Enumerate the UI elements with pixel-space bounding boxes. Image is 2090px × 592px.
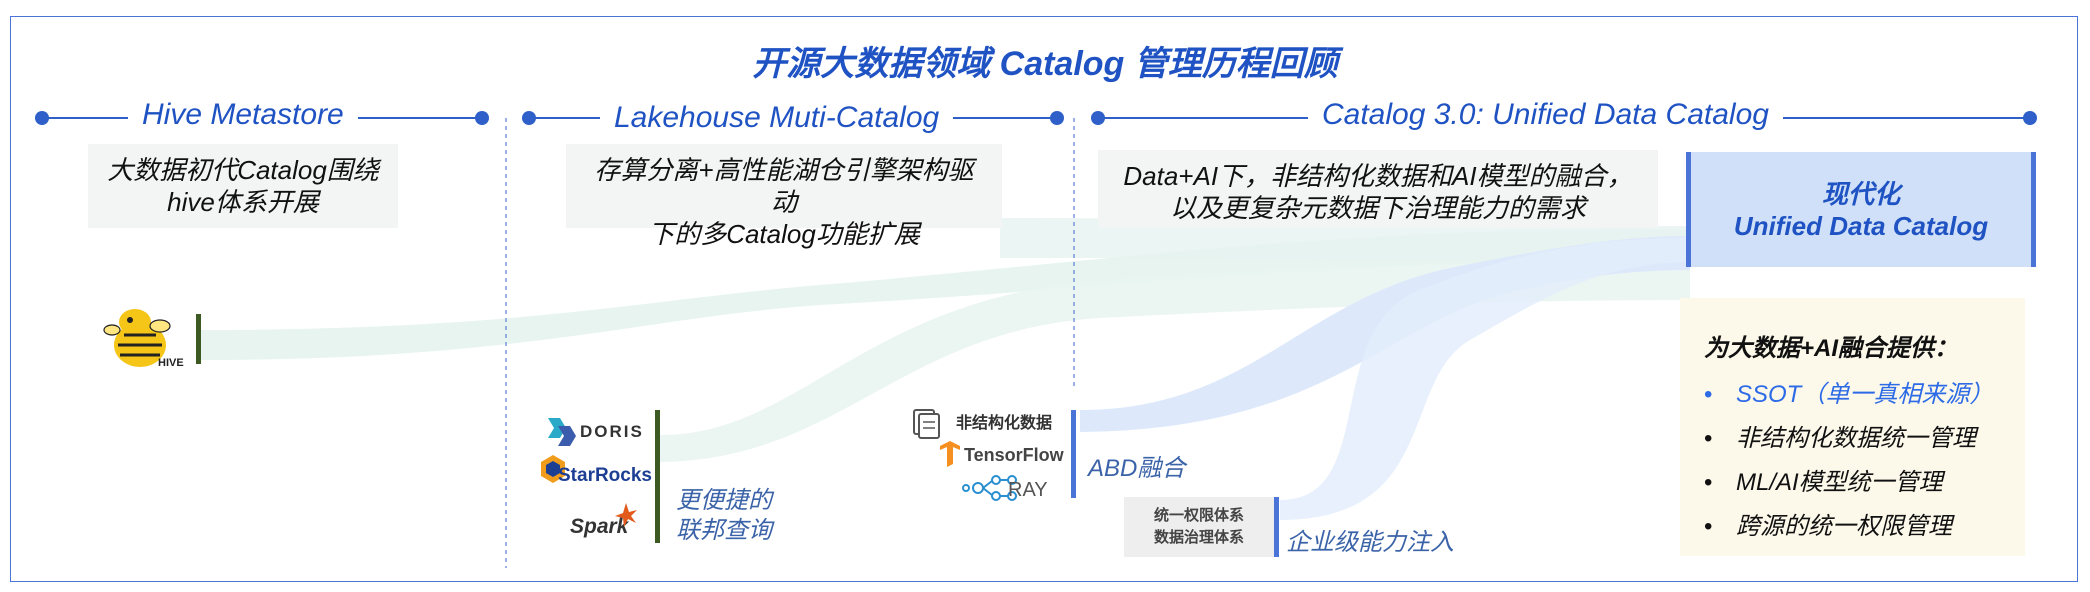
- bullet: •: [1704, 425, 1713, 452]
- stage-title-hive: Hive Metastore: [128, 98, 358, 132]
- desc-line: 存算分离+高性能湖仓引擎架构驱动: [594, 155, 974, 217]
- note-enterprise: 企业级能力注入: [1286, 529, 1454, 556]
- stage-title-lakehouse: Lakehouse Muti-Catalog: [600, 101, 954, 135]
- note-federated-query: 更便捷的 联邦查询: [676, 486, 772, 546]
- enterprise-bar: [1274, 497, 1279, 557]
- ray-logo-icon: [962, 475, 1017, 501]
- doris-logo-icon: [548, 418, 576, 446]
- desc-line: hive体系开展: [167, 187, 319, 217]
- flow-band-enterprise: [1280, 238, 1690, 520]
- hive-bar: [196, 314, 201, 364]
- tensorflow-logo-text: TensorFlow: [964, 445, 1065, 465]
- capability-heading: 为大数据+AI融合提供：: [1704, 335, 1959, 362]
- starrocks-logo-text: StarRocks: [558, 465, 652, 486]
- note-abd: ABD融合: [1088, 455, 1186, 482]
- spark-logo-text: Spark: [570, 515, 630, 538]
- capability-text: SSOT（单一真相来源）: [1736, 381, 1994, 408]
- stage-desc-hive: 大数据初代Catalog围绕 hive体系开展: [88, 144, 398, 228]
- spark-star-icon: [615, 503, 637, 527]
- diagram-frame: [10, 16, 2078, 582]
- bullet: •: [1704, 381, 1713, 408]
- lakehouse-bar: [655, 410, 660, 543]
- desc-line: 下的多Catalog功能扩展: [648, 219, 920, 249]
- timeline-dot: [2023, 111, 2037, 125]
- governance-box: 统一权限体系 数据治理体系: [1124, 497, 1274, 557]
- capability-box: 为大数据+AI融合提供： • SSOT（单一真相来源） • 非结构化数据统一管理 •…: [1680, 298, 2025, 556]
- hive-logo-icon: [103, 309, 171, 367]
- modern-catalog-box: 现代化 Unified Data Catalog: [1686, 152, 2036, 267]
- capability-item: • 跨源的统一权限管理: [1704, 505, 2025, 549]
- ray-logo-text: RAY: [1008, 479, 1048, 501]
- stage-title-catalog3: Catalog 3.0: Unified Data Catalog: [1308, 98, 1783, 132]
- note-line: 更便捷的: [676, 487, 772, 514]
- note-line: 联邦查询: [676, 517, 772, 544]
- governance-line: 统一权限体系: [1153, 507, 1244, 524]
- flow-band-main: [1000, 218, 1690, 262]
- flow-band-lakehouse: [660, 262, 1690, 462]
- doris-logo-text: DORIS: [580, 422, 644, 441]
- unstructured-data-label: 非结构化数据: [956, 413, 1052, 432]
- flow-band-hive: [200, 229, 1690, 360]
- modern-line: Unified Data Catalog: [1733, 211, 1989, 241]
- capability-item: • ML/AI模型统一管理: [1704, 461, 2025, 505]
- stage-desc-catalog3: Data+AI下，非结构化数据和AI模型的融合， 以及更复杂元数据下治理能力的需…: [1098, 150, 1658, 228]
- bullet: •: [1704, 513, 1713, 540]
- capability-text: ML/AI模型统一管理: [1736, 469, 1943, 496]
- timeline-dot: [475, 111, 489, 125]
- timeline-dot: [1050, 111, 1064, 125]
- desc-line: 大数据初代Catalog围绕: [107, 155, 379, 185]
- capability-text: 跨源的统一权限管理: [1736, 513, 1952, 540]
- capability-item: • 非结构化数据统一管理: [1704, 417, 2025, 461]
- document-icon: [913, 409, 940, 439]
- starrocks-logo-icon: [541, 455, 565, 483]
- capability-text: 非结构化数据统一管理: [1736, 425, 1976, 452]
- timeline-dot: [35, 111, 49, 125]
- diagram-title: 开源大数据领域 Catalog 管理历程回顾: [752, 45, 1338, 83]
- stage-desc-lakehouse: 存算分离+高性能湖仓引擎架构驱动 下的多Catalog功能扩展: [566, 144, 1002, 249]
- modern-line: 现代化: [1821, 179, 1900, 209]
- governance-line: 数据治理体系: [1153, 529, 1244, 546]
- hive-logo-text: HIVE: [158, 357, 184, 369]
- tensorflow-logo-icon: [940, 441, 960, 467]
- desc-line: Data+AI下，非结构化数据和AI模型的融合，: [1123, 161, 1633, 191]
- abd-bar: [1071, 410, 1076, 498]
- bullet: •: [1704, 469, 1713, 496]
- timeline-dot: [1091, 111, 1105, 125]
- capability-list: • SSOT（单一真相来源） • 非结构化数据统一管理 • ML/AI模型统一管理 •…: [1704, 373, 2025, 549]
- desc-line: 以及更复杂元数据下治理能力的需求: [1169, 193, 1586, 223]
- capability-item: • SSOT（单一真相来源）: [1704, 373, 2025, 417]
- timeline-dot: [522, 111, 536, 125]
